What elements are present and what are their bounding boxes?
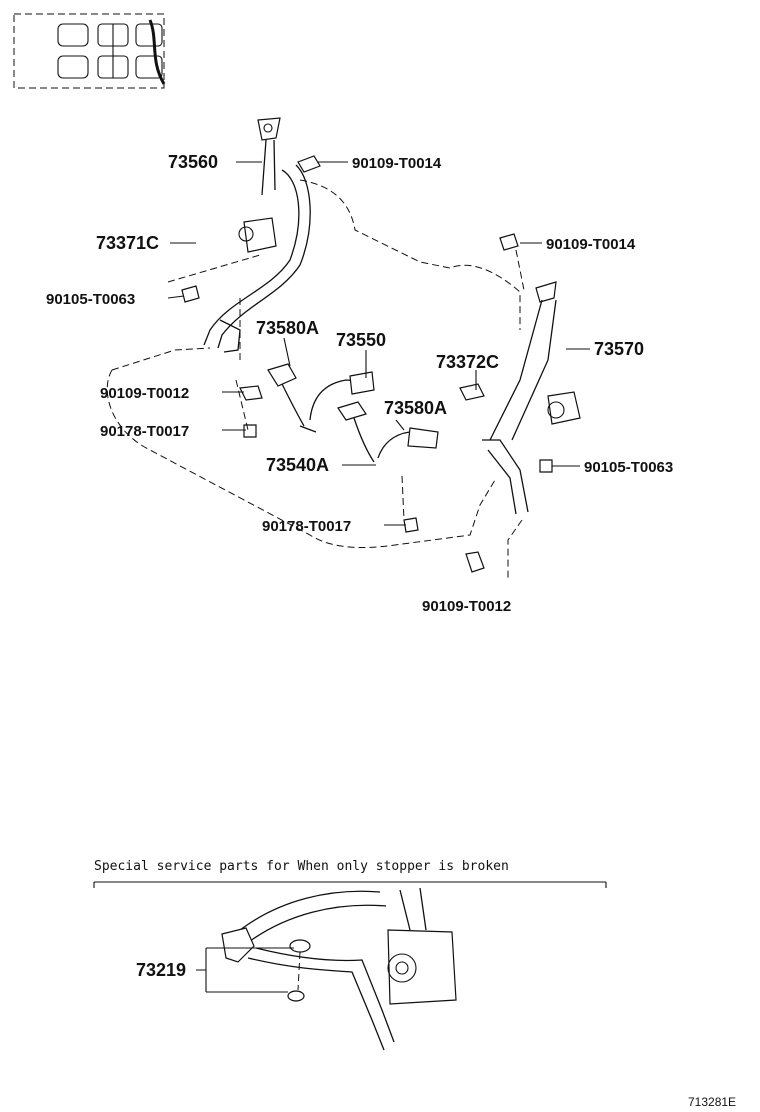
seat-locator-icon bbox=[13, 13, 166, 89]
part-labels: 73560 90109-T0014 73371C 90105-T0063 735… bbox=[46, 152, 673, 615]
label-90109-T0014-a: 90109-T0014 bbox=[352, 155, 442, 172]
label-73570: 73570 bbox=[594, 339, 644, 359]
left-bolts bbox=[181, 155, 419, 533]
label-90178-T0017-b: 90178-T0017 bbox=[262, 518, 351, 535]
label-90109-T0014-b: 90109-T0014 bbox=[546, 236, 636, 253]
label-73580A-a: 73580A bbox=[256, 318, 319, 338]
label-73550: 73550 bbox=[336, 330, 386, 350]
right-seat-belt-73570 bbox=[459, 233, 581, 573]
label-90109-T0012-b: 90109-T0012 bbox=[422, 598, 511, 615]
seat-outline bbox=[106, 179, 521, 549]
center-buckles bbox=[267, 363, 439, 463]
label-73372C: 73372C bbox=[436, 352, 499, 372]
label-73560: 73560 bbox=[168, 152, 218, 172]
label-73219: 73219 bbox=[136, 960, 186, 980]
label-73371C: 73371C bbox=[96, 233, 159, 253]
label-90105-T0063-b: 90105-T0063 bbox=[584, 459, 673, 476]
label-73580A-b: 73580A bbox=[384, 398, 447, 418]
label-73540A: 73540A bbox=[266, 455, 329, 475]
special-service-note: Special service parts for When only stop… bbox=[94, 859, 509, 874]
leader-lines bbox=[167, 161, 590, 580]
special-service-section: Special service parts for When only stop… bbox=[93, 859, 607, 1051]
label-90109-T0012-a: 90109-T0012 bbox=[100, 385, 189, 402]
diagram-reference-number: 713281E bbox=[688, 1095, 736, 1109]
left-seat-belt-73560 bbox=[203, 117, 311, 353]
label-90105-T0063-a: 90105-T0063 bbox=[46, 291, 135, 308]
label-90178-T0017-a: 90178-T0017 bbox=[100, 423, 189, 440]
